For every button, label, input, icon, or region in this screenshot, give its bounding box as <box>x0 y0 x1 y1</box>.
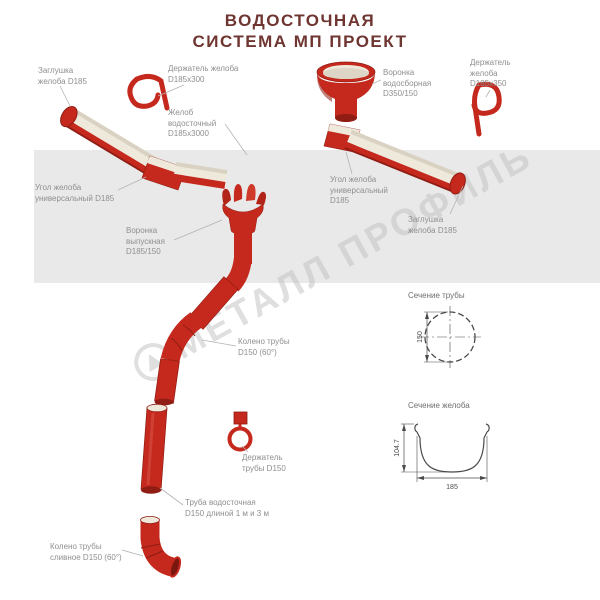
label-end-cap-right: Заглушка желоба D185 <box>408 215 457 235</box>
background-band <box>34 150 600 283</box>
label-gutter-corner-left: Угол желоба универсальный D185 <box>35 183 115 203</box>
gutter-run-right <box>344 130 466 195</box>
leader-lines <box>59 79 491 557</box>
gutter-holder-right-part <box>471 81 502 137</box>
gutter-end-cap-left <box>60 105 78 128</box>
label-pipe-section: Сечение трубы <box>408 291 465 300</box>
gutter-center-piece <box>173 162 228 189</box>
label-pipe-holder: Держатель трубы D150 <box>242 453 286 473</box>
drain-elbow-part <box>140 516 182 578</box>
label-outlet-funnel: Воронка выпускная D185/150 <box>126 226 165 257</box>
label-gutter: Желоб водосточный D185х3000 <box>168 108 217 139</box>
collector-funnel-part <box>316 61 376 122</box>
page-title: ВОДОСТОЧНАЯ СИСТЕМА МП ПРОЕКТ <box>192 11 408 51</box>
pipe-cross-section: 150 <box>417 306 481 368</box>
label-gutter-holder-left: Держатель желоба D185х300 <box>168 64 239 84</box>
pipe-diameter-dimension: 150 <box>417 331 424 343</box>
gutter-width-dimension: 185 <box>446 484 458 491</box>
label-pipe-elbow: Колено трубы D150 (60°) <box>238 337 290 357</box>
label-gutter-section: Сечение желоба <box>408 401 470 410</box>
label-collector-funnel: Воронка водосборная D350/150 <box>383 68 432 99</box>
gutter-cross-section: 185 104.7 <box>394 423 490 491</box>
watermark-logo-mark <box>148 354 164 372</box>
gutter-height-dimension: 104.7 <box>394 439 401 457</box>
gutter-holder-left-part <box>127 73 170 111</box>
pipe-holder-part <box>227 411 253 452</box>
label-end-cap-left: Заглушка желоба D185 <box>38 66 87 86</box>
label-drain-elbow: Колено трубы сливное D150 (60°) <box>50 542 122 562</box>
label-downpipe: Труба водосточная D150 длиной 1 м и 3 м <box>185 498 269 518</box>
pipe-diagonal <box>188 276 239 330</box>
label-gutter-corner-right: Угол желоба универсальный D185 <box>330 175 388 206</box>
label-gutter-holder-right: Держатель желоба D185х350 <box>470 58 511 89</box>
downpipe-part <box>140 403 168 494</box>
gutter-run-left <box>60 105 160 177</box>
outlet-funnel-part <box>222 183 266 292</box>
pipe-short <box>154 358 180 406</box>
pipe-elbow-part <box>160 312 202 363</box>
